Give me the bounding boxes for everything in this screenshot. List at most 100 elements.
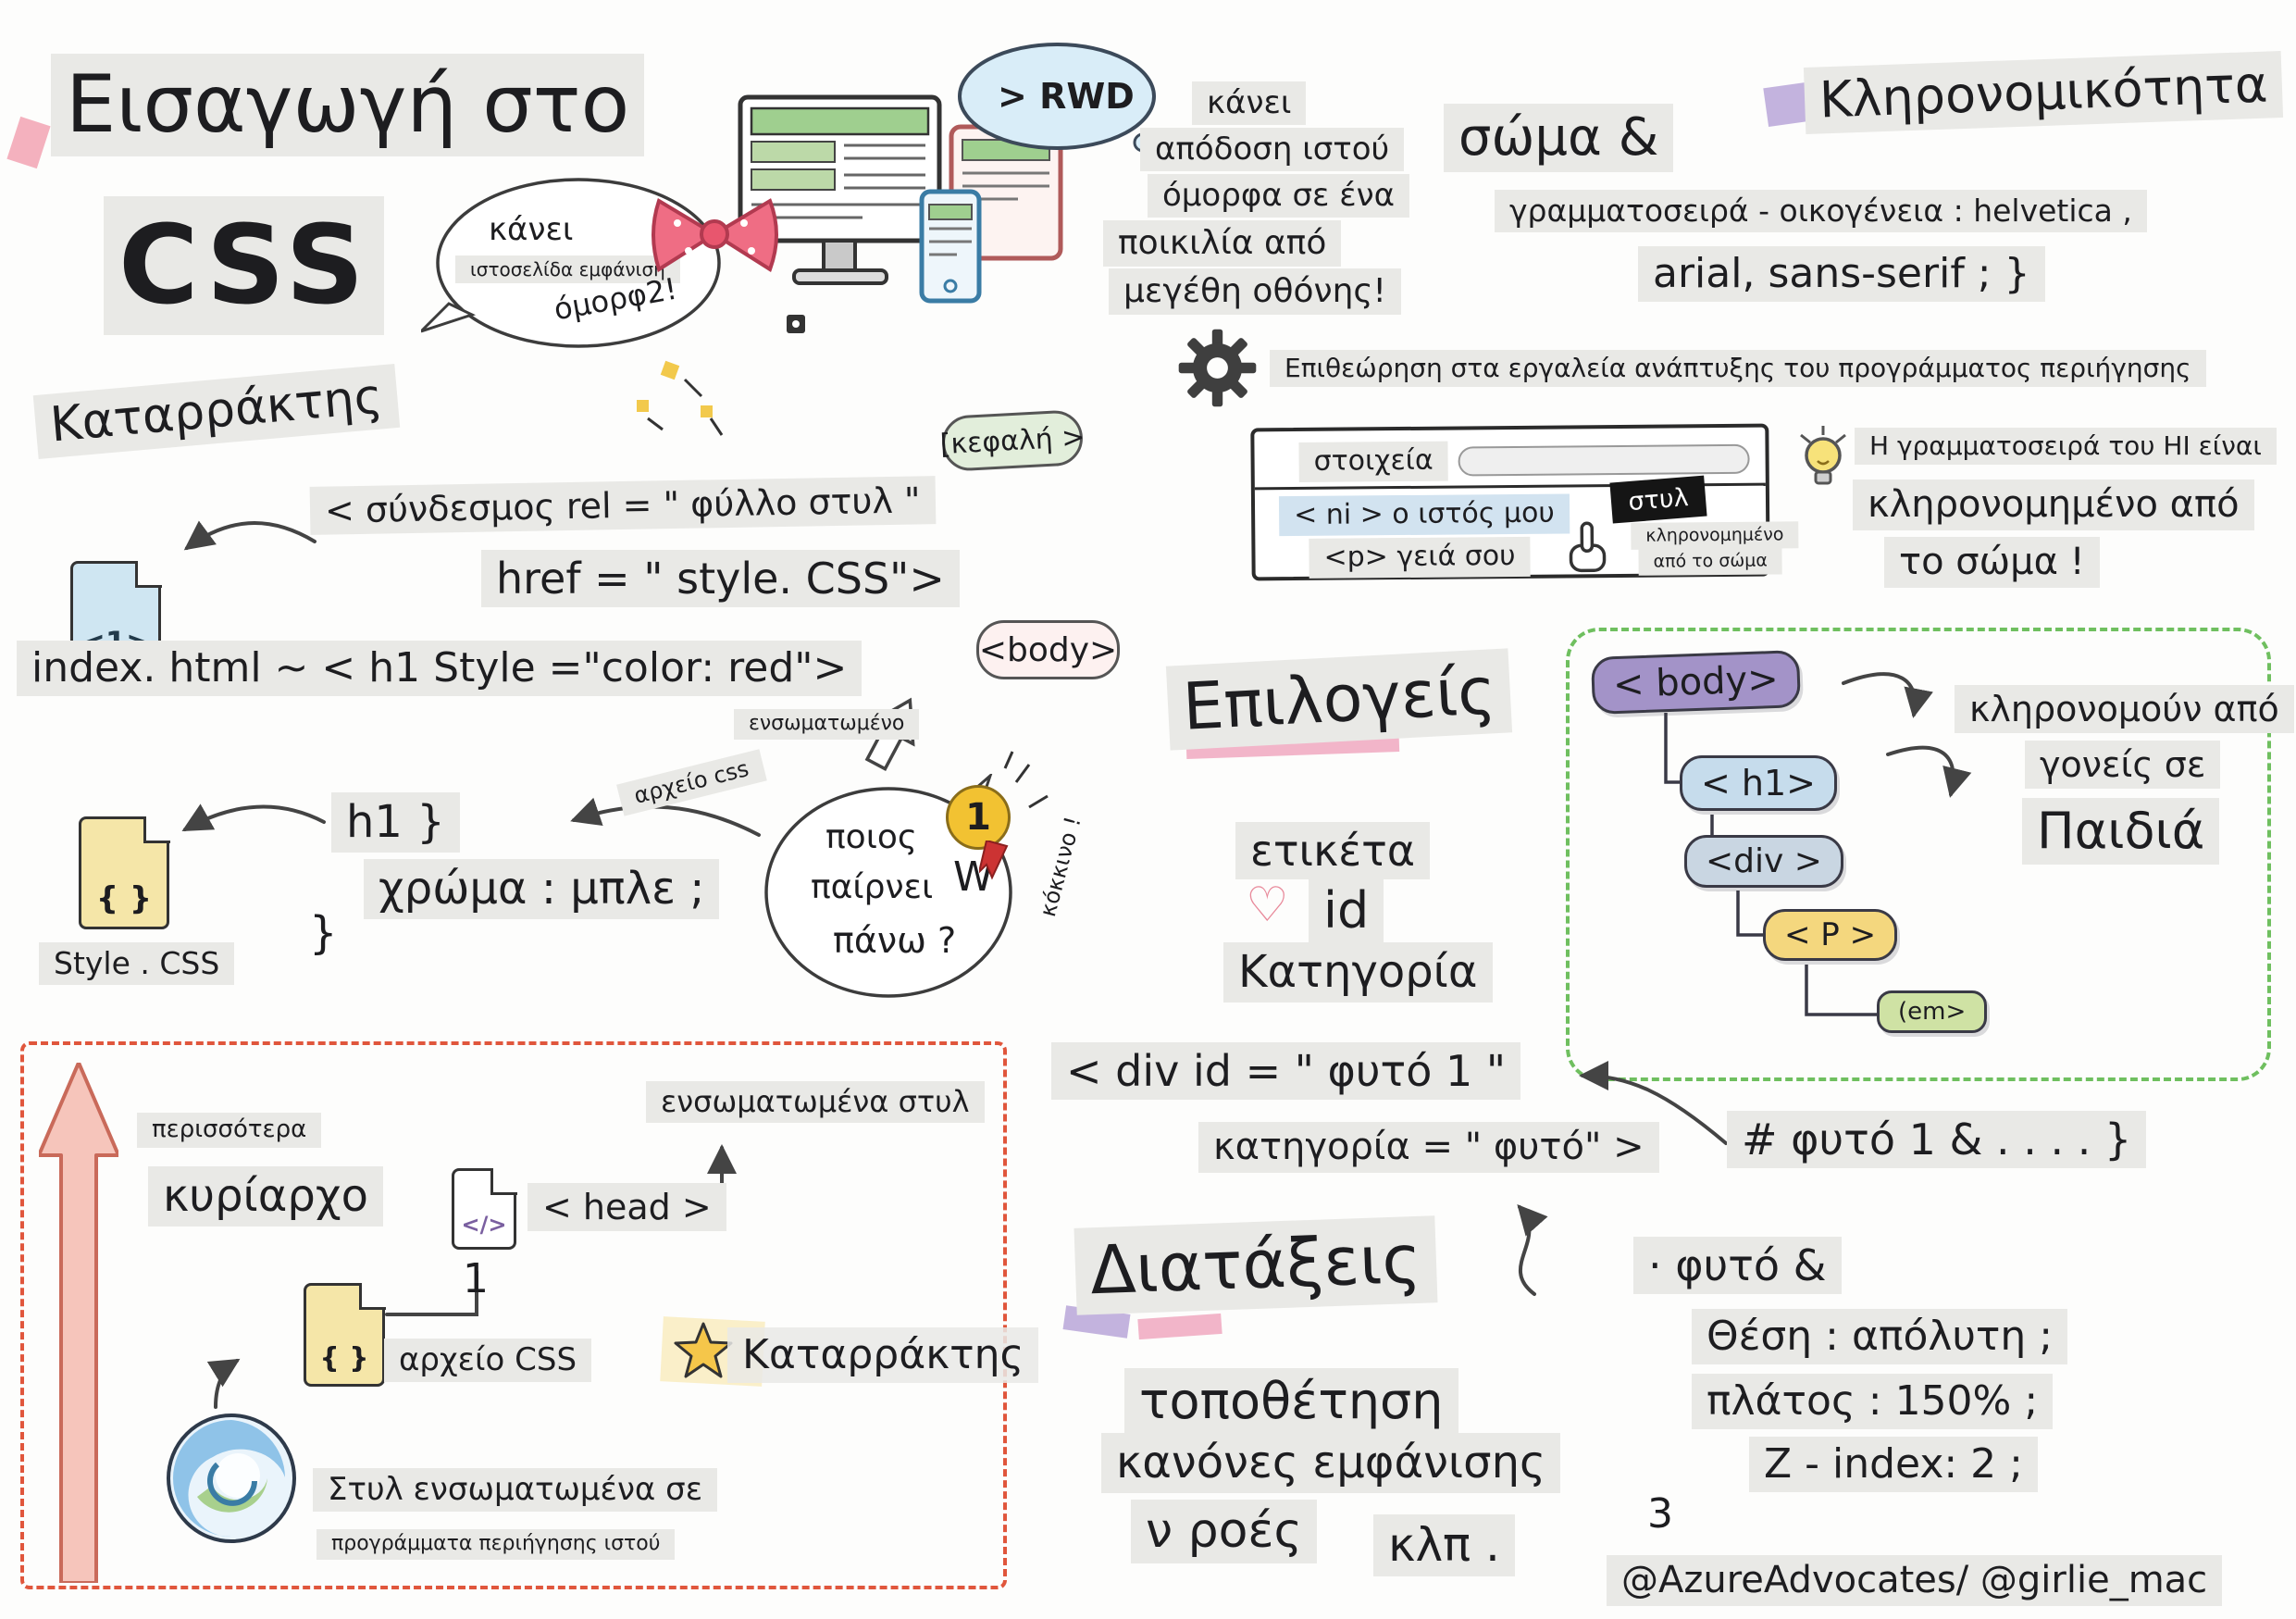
devtools-toolbar (1458, 443, 1750, 477)
h1-rule-line2: χρώμα : μπλε ; (364, 859, 720, 919)
who-cloud-line2: παίρνει (811, 868, 934, 906)
rwd-cloud-label: > RWD (998, 76, 1135, 117)
head-bubble-label: [κεφαλή > (938, 420, 1086, 461)
tree-node-em-label: (em> (1898, 998, 1967, 1026)
page-title-line1: Εισαγωγή στο (51, 54, 645, 156)
inherited-note-line1: κληρονομημένο από (1853, 479, 2254, 530)
rule-selector-line: · φυτό & (1633, 1237, 1842, 1295)
selector-class: Κατηγορία (1223, 942, 1493, 1003)
cascade-heading: Καταρράκτης (32, 364, 400, 460)
selectors-heading: Επιλογείς (1165, 648, 1513, 752)
body-bubble-label: <body> (978, 630, 1118, 669)
who-cloud-line3: πάνω ? (833, 920, 957, 961)
file-icon-head: </> (452, 1167, 517, 1250)
selector-tag: ετικέτα (1235, 822, 1431, 880)
rule-zindex-line: Z - index: 2 ; (1749, 1437, 2038, 1492)
selector-id: id (1309, 878, 1384, 944)
devtools-tab-elements: στοιχεία (1298, 441, 1448, 482)
inherited-note-line2: το σώμα ! (1884, 537, 2100, 588)
monitor-icon (738, 94, 942, 285)
rwd-note-line2: απόδοση ιστού (1140, 128, 1405, 172)
tree-node-p: < P > (1763, 909, 1898, 961)
tree-node-body-label: < body> (1612, 657, 1780, 707)
pretty-cloud-line1: κάνει (489, 211, 574, 248)
browser-styles-line2: προγράμματα περιήγησης ιστού (316, 1529, 676, 1560)
layouts-item1: τοποθέτηση (1124, 1368, 1458, 1435)
rule-position-line: Θέση : απόλυτη ; (1692, 1309, 2068, 1364)
devtools-panel: στοιχεία < ni > ο ιστός μου <p> γειά σου… (1250, 423, 1799, 581)
div-id-line1: < div id = " φυτό 1 " (1051, 1042, 1521, 1101)
credit-text: @AzureAdvocates/ @girlie_mac (1607, 1555, 2223, 1606)
tree-node-div-label: <div > (1706, 842, 1822, 880)
specificity-arrow (39, 1063, 118, 1583)
body-and-label: σώμα & (1444, 104, 1674, 173)
file-icon-stylesheet-label: { } (95, 880, 153, 917)
who-cloud-line1: ποιος (825, 818, 918, 856)
inline-label: ενσωματωμένο (734, 709, 920, 740)
devtools-styles-label: στυλ (1627, 482, 1690, 517)
tree-caption-line2: γονείς σε (2025, 741, 2221, 790)
head-bubble: [κεφαλή > (938, 409, 1086, 472)
tree-caption-line3: Παιδιά (2022, 798, 2220, 865)
bow-icon (652, 198, 778, 273)
specificity-one: 1 (463, 1255, 489, 1302)
browser-logo-icon (167, 1414, 296, 1543)
devtools-styles-tab: στυλ (1609, 475, 1707, 524)
highlight-mark-pink-3 (1137, 1313, 1222, 1340)
file-icon-cssfile-label: { } (319, 1342, 369, 1375)
body-bubble: <body> (976, 620, 1120, 679)
rwd-note-line4: ποικιλία από (1103, 220, 1342, 267)
link-rel-line1: < σύνδεσμος rel = " φύλλο στυλ " (309, 476, 936, 536)
inheritance-heading: Κληρονομικότητα (1803, 51, 2284, 134)
rwd-note-line3: όμορφα σε ένα (1148, 174, 1409, 218)
stylesheet-filename: Style . CSS (39, 942, 235, 986)
layouts-item4: κλπ . (1373, 1514, 1515, 1576)
file-icon-stylesheet: { } (79, 816, 170, 929)
id-selector-rule: # φυτό 1 & . . . . } (1727, 1111, 2147, 1169)
specificity-dominant-label: κυρίαρχο (148, 1166, 383, 1227)
file-icon-cssfile: { } (304, 1282, 386, 1387)
devtools-inherited-small2: από το σώμα (1638, 547, 1782, 576)
lightbulb-icon (1800, 426, 1846, 485)
coin-icon: 1 (946, 785, 1011, 850)
tree-caption-line1: κληρονομούν από (1955, 685, 2294, 734)
head-label: < head > (527, 1183, 726, 1232)
tree-node-em: (em> (1877, 990, 1988, 1033)
div-id-line2: κατηγορία = " φυτό" > (1198, 1122, 1659, 1173)
devtools-caption: Επιθεώρηση στα εργαλεία ανάπτυξης του πρ… (1270, 350, 2206, 388)
font-family-rule-line2: arial, sans-serif ; } (1638, 246, 2045, 302)
tree-node-h1-label: < h1> (1701, 763, 1817, 803)
inline-styles-label: ενσωματωμένα στυλ (646, 1081, 985, 1124)
tree-node-div: <div > (1684, 835, 1843, 888)
tree-node-body: < body> (1590, 650, 1801, 715)
red-note: κόκκινο ! (1035, 814, 1086, 920)
tree-node-h1: < h1> (1680, 755, 1838, 811)
rule-width-line: πλάτος : 150% ; (1692, 1374, 2054, 1429)
rwd-note-line5: μεγέθη οθόνης! (1109, 268, 1401, 315)
tree-node-p-label: < P > (1784, 916, 1877, 953)
index-html-line: index. html ~ < h1 Style ="color: red"> (17, 641, 863, 696)
font-family-rule-line1: γραμματοσειρά - οικογένεια : helvetica , (1495, 190, 2147, 233)
pretty-cloud-line2: ιστοσελίδα εμφάνιση (455, 255, 680, 284)
rwd-note-line1: κάνει (1192, 81, 1307, 126)
layouts-item2: κανόνες εμφάνισης (1101, 1433, 1561, 1493)
devtools-html-line2: <p> γειά σου (1309, 536, 1531, 579)
devices-illustration (652, 94, 1063, 304)
phone-icon (919, 189, 982, 304)
hand-pointer-icon (1569, 521, 1607, 573)
layouts-item3: ν ροές (1131, 1500, 1318, 1564)
rule-brace-line: 3 (1647, 1490, 1673, 1538)
browser-styles-line1: Στυλ ενσωματωμένα σε (313, 1468, 718, 1513)
layouts-heading: Διατάξεις (1074, 1215, 1438, 1315)
css-file-name-label: αρχείο CSS (384, 1339, 592, 1383)
file-icon-head-label: </> (461, 1212, 507, 1238)
css-file-label: αρχείο css (616, 749, 767, 816)
link-rel-line2: href = " style. CSS"> (481, 550, 960, 608)
heart-icon: ♡ (1246, 878, 1289, 933)
coin-value: 1 (965, 796, 991, 839)
gear-icon (1178, 329, 1257, 407)
star-icon (674, 1322, 733, 1378)
page-title-line2: CSS (104, 196, 385, 335)
devtools-inherited-small1: κληρονομημένο (1631, 521, 1799, 551)
